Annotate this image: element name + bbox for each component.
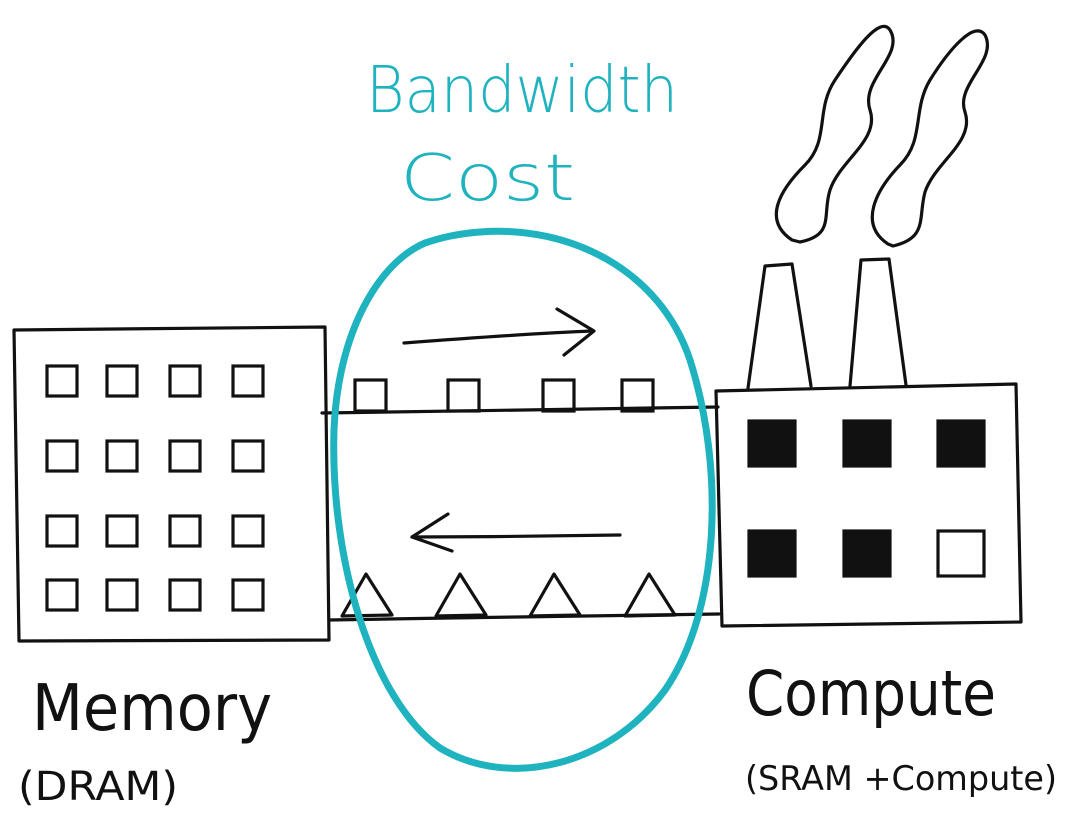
memory-cell (105, 364, 139, 398)
memory-cell (231, 514, 265, 548)
diagram-title-line1: Bandwidth (366, 54, 678, 128)
chimney-left (746, 262, 813, 390)
returning-data-triangle (528, 572, 582, 618)
compute-cell (747, 419, 797, 468)
memory-cell (231, 439, 265, 473)
compute-cell (747, 529, 797, 578)
diagram-title-line2: Cost (400, 142, 575, 216)
compute-cell (842, 419, 892, 468)
bandwidth-highlight-ellipse (330, 227, 716, 772)
compute-cell (936, 529, 986, 578)
outgoing-data-row (353, 378, 655, 413)
outgoing-data-square (620, 378, 655, 413)
left-arrow-icon (410, 512, 622, 553)
chimney-right (848, 257, 908, 388)
memory-cell (105, 514, 139, 548)
compute-cell (842, 529, 892, 578)
compute-cells (747, 419, 986, 578)
memory-cells (45, 364, 265, 612)
compute-building-outline (714, 382, 1023, 628)
conveyor (320, 307, 721, 622)
compute-label: Compute (746, 657, 996, 730)
returning-data-triangle (623, 572, 677, 618)
outgoing-data-square (446, 378, 481, 413)
memory-cell (105, 439, 139, 473)
memory-cell (231, 364, 265, 398)
memory-cell (168, 578, 202, 612)
memory-label: Memory (32, 672, 272, 746)
outgoing-data-square (541, 378, 576, 413)
memory-sublabel: (DRAM) (18, 764, 178, 810)
compute-sublabel: (SRAM +Compute) (745, 759, 1057, 799)
returning-data-triangle (434, 572, 488, 618)
smoke-icon (774, 24, 989, 248)
memory-cell (168, 364, 202, 398)
memory-cell (168, 439, 202, 473)
outgoing-data-square (353, 378, 388, 413)
memory-cell (105, 578, 139, 612)
right-arrow-icon (402, 307, 596, 357)
memory-cell (45, 439, 79, 473)
memory-cell (168, 514, 202, 548)
memory-building (12, 325, 331, 643)
returning-data-row (340, 572, 677, 618)
compute-cell (936, 419, 986, 468)
compute-factory (714, 24, 1023, 628)
memory-building-outline (12, 325, 331, 643)
memory-cell (45, 578, 79, 612)
memory-cell (45, 364, 79, 398)
memory-cell (231, 578, 265, 612)
memory-cell (45, 514, 79, 548)
